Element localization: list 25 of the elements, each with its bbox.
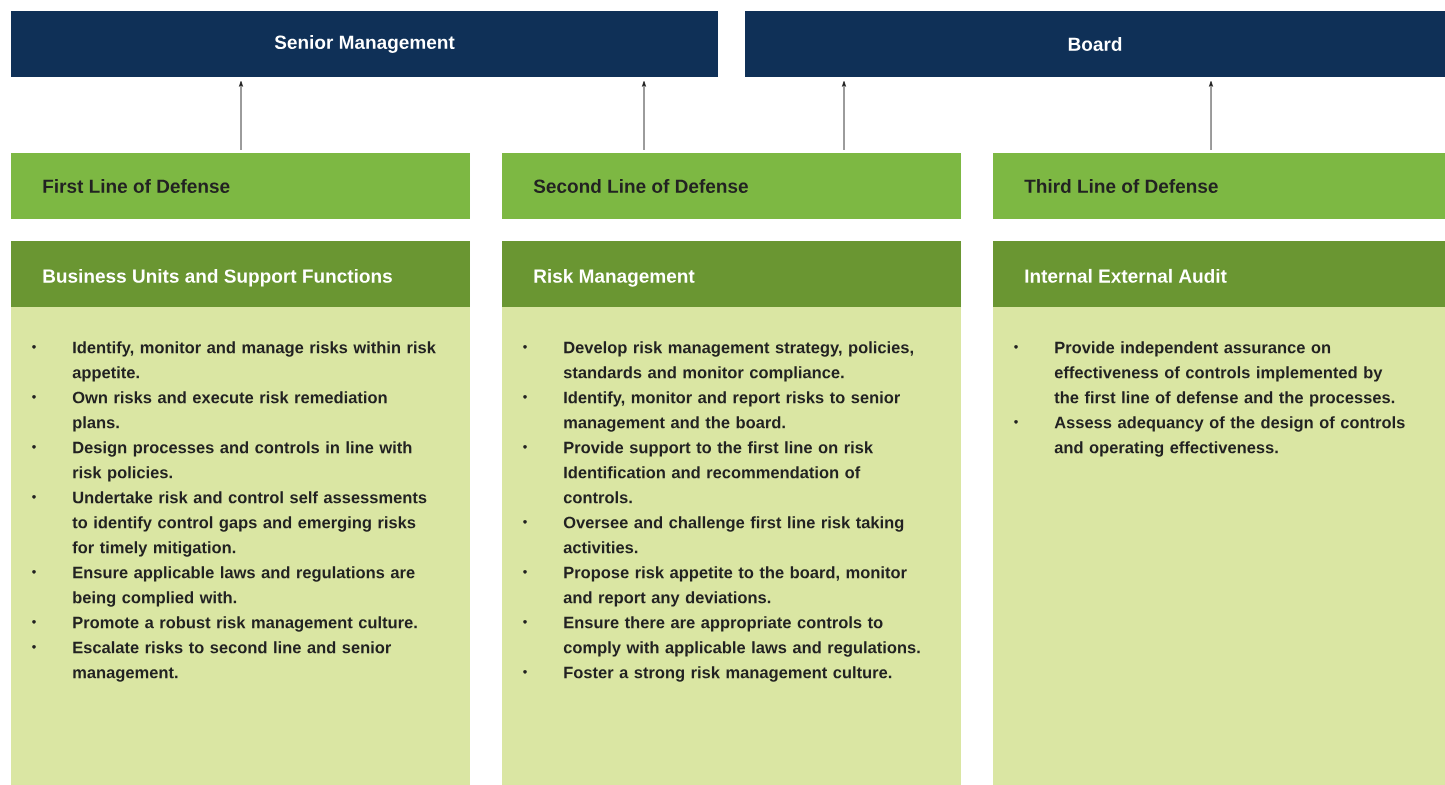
list-item: Identify, monitor and manage risks within risk appetite. — [32, 341, 436, 382]
header-box: Board — [745, 11, 1445, 77]
list-item: Promote a robust risk management culture. — [32, 616, 417, 632]
arrow — [842, 81, 846, 151]
list-item: Assess adequancy of the design of controls and operating effectiveness. — [1014, 416, 1405, 457]
arrow — [1209, 81, 1213, 151]
list-item: Escalate risks to second line and senior management. — [32, 641, 392, 682]
list-item: Design processes and controls in line with risk policies. — [32, 441, 412, 482]
arrow — [642, 81, 646, 151]
list-item: Develop risk management strategy, policies, standards and monitor compliance. — [523, 341, 913, 382]
header-box: Senior Management — [11, 11, 718, 77]
list-item: Foster a strong risk management culture. — [523, 666, 892, 682]
arrow — [239, 81, 243, 151]
panel-heading: Risk Management — [534, 268, 695, 287]
list-item: Provide independent assurance on effectiveness of controls implemented by the first line of defense and the processes. — [1014, 341, 1395, 407]
list-item: Identify, monitor and report risks to senior management and the board. — [523, 391, 900, 432]
list-item: Own risks and execute risk remediation plans. — [32, 391, 387, 432]
list-item: Undertake risk and control self assessments to identify control gaps and emerging risks for timely mitigation. — [32, 491, 427, 557]
list-item: Oversee and challenge first line risk taking activities. — [523, 516, 904, 554]
list-item: Propose risk appetite to the board, monitor and report any deviations. — [523, 566, 907, 607]
list-item: Provide support to the first line on risk Identification and recommendation of controls. — [523, 441, 874, 504]
panel-heading: Internal External Audit — [1025, 268, 1227, 283]
list-item: Ensure there are appropriate controls to comply with applicable laws and regulations. — [523, 616, 920, 657]
list-item: Ensure applicable laws and regulations are being complied with. — [32, 566, 415, 607]
panel-heading: Business Units and Support Functions — [43, 268, 392, 287]
